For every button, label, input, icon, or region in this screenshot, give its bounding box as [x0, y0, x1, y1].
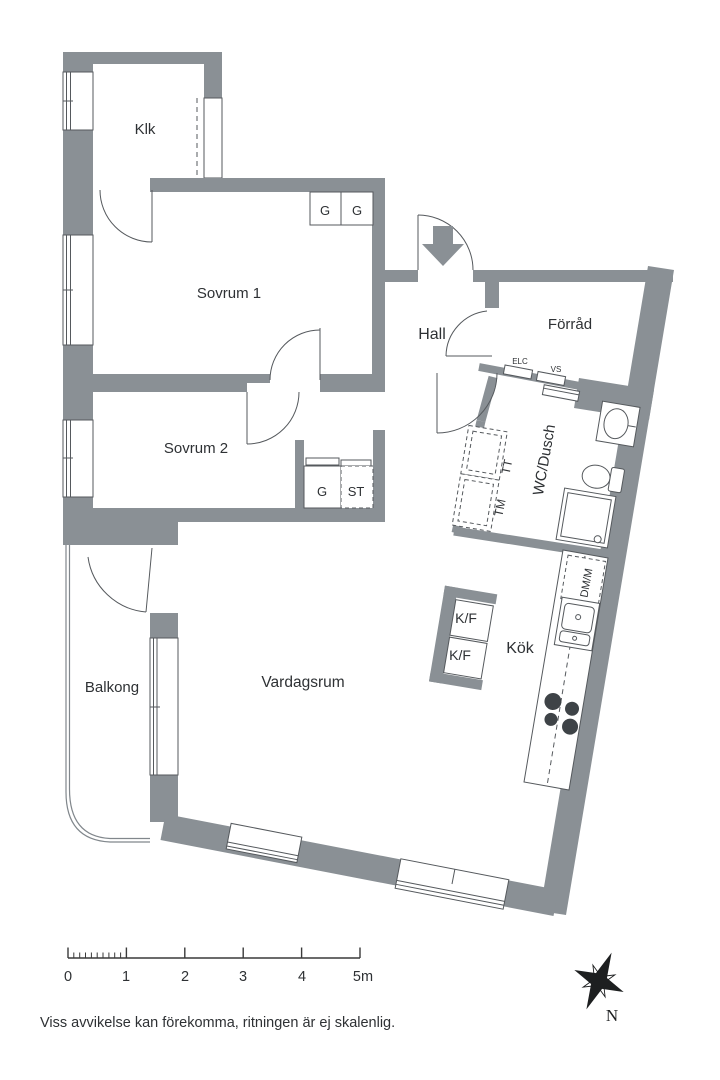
wall-segment [150, 178, 385, 192]
window-balcony [149, 637, 179, 776]
wardrobes [303, 191, 374, 509]
wall-segment [485, 282, 499, 308]
kitchen-fixtures [428, 364, 609, 791]
entrance-arrow-icon [422, 226, 464, 266]
room-label-sovrum2: Sovrum 2 [164, 440, 228, 457]
wardrobe-label-st: ST [348, 484, 365, 499]
appliance-label-kf-bottom: K/F [449, 647, 471, 663]
wall-segment [473, 270, 673, 282]
shower-icon [555, 487, 617, 549]
wardrobe-st-hall [340, 465, 374, 509]
window-sovrum2 [62, 419, 94, 498]
washer-dryer [451, 424, 508, 533]
door-sovrum1 [269, 328, 321, 381]
room-label-hall: Hall [418, 326, 446, 343]
wardrobe-label-g1: G [320, 203, 330, 218]
room-label-vardagsrum: Vardagsrum [261, 674, 344, 691]
shaft-niche [203, 97, 223, 179]
window-klk [62, 71, 94, 131]
wardrobe-g-sovrum1-right [340, 191, 374, 226]
scale-bar [67, 947, 361, 959]
fridge-freezer-unit [428, 585, 498, 691]
wall-segment [320, 374, 385, 392]
wall-segment [150, 613, 178, 638]
appliance-label-dm-m: DM/M [579, 568, 596, 599]
door-klk [99, 189, 153, 243]
door-sovrum2 [246, 391, 300, 445]
wardrobe-g-hall [303, 465, 342, 509]
compass-rose-icon [574, 952, 624, 1010]
toilet-icon [581, 464, 625, 494]
windows [62, 71, 510, 910]
closet-shelf [340, 459, 372, 467]
balcony-railing [65, 545, 150, 843]
wall-segment [63, 52, 222, 64]
labels: Klk Sovrum 1 Sovrum 2 Hall Förråd WC/Dus… [85, 121, 596, 696]
appliance-label-kf-top: K/F [455, 610, 477, 626]
wall-segment [476, 375, 498, 423]
door-wc [436, 372, 498, 434]
bathroom-fixtures [451, 400, 641, 549]
utility-label-elc: ELC [512, 357, 528, 366]
scale-tick-2: 2 [181, 969, 189, 985]
door-balcony [87, 547, 153, 613]
wall-segment [204, 52, 222, 98]
window-vardagsrum-left [225, 822, 303, 864]
sink-icon [595, 400, 641, 448]
wall-segment [63, 508, 385, 522]
wall-segment [93, 383, 247, 392]
room-label-forrad: Förråd [548, 316, 592, 333]
appliance-label-tm: TM [491, 498, 508, 518]
appliance-label-tt: TT [499, 458, 516, 476]
scale-tick-3: 3 [239, 969, 247, 985]
washer-tm [451, 473, 500, 533]
scale-bar-labels: 0 1 2 3 4 5m [64, 969, 373, 985]
window-vardagsrum-right [394, 858, 510, 910]
utility-cabinets [502, 364, 581, 402]
kitchen-sink-icon [553, 596, 601, 652]
entrance-door [417, 214, 474, 271]
door-forrad [445, 310, 492, 357]
wardrobe-g-sovrum1-left [309, 191, 342, 226]
wall-segment [385, 270, 418, 282]
window-sovrum1 [62, 234, 94, 346]
room-label-balkong: Balkong [85, 679, 139, 696]
scale-tick-1: 1 [122, 969, 130, 985]
utility-label-vs: VS [551, 365, 562, 374]
scale-tick-0: 0 [64, 969, 72, 985]
stove-icon [544, 693, 580, 735]
wardrobe-label-g3: G [317, 484, 327, 499]
wall-segment [372, 192, 385, 383]
wall-segment [295, 440, 304, 515]
scale-tick-4: 4 [298, 969, 306, 985]
doors [87, 189, 498, 613]
disclaimer-text: Viss avvikelse kan förekomma, ritningen … [40, 1015, 395, 1031]
wall-segment [93, 374, 270, 383]
wall-segment [373, 430, 385, 515]
scale-tick-5m: 5m [353, 969, 373, 985]
wall-segment [150, 775, 178, 822]
room-label-kok: Kök [506, 640, 535, 657]
room-label-sovrum1: Sovrum 1 [197, 285, 261, 302]
wardrobe-label-g2: G [352, 203, 362, 218]
closet-shelf [305, 457, 340, 466]
room-label-klk: Klk [135, 121, 156, 138]
compass-north-label: N [606, 1006, 618, 1025]
room-label-wc-dusch: WC/Dusch [530, 423, 559, 497]
wc-bottom-wall [453, 526, 623, 562]
